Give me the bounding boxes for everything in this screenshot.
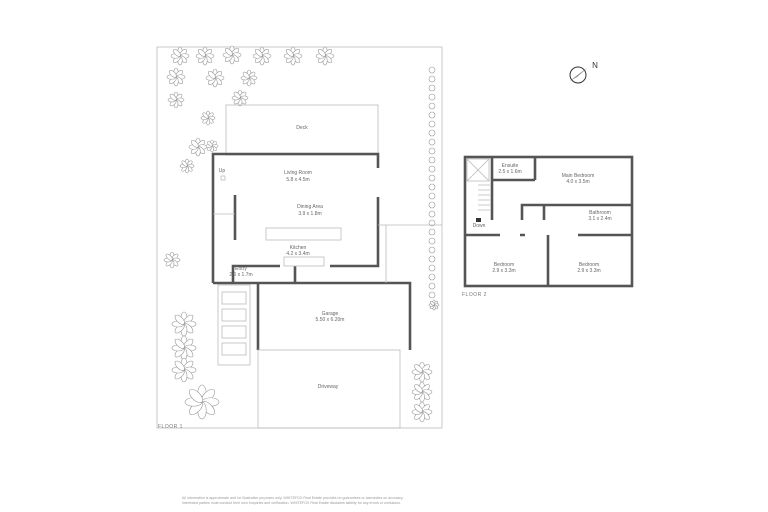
plant-icon — [231, 89, 249, 107]
plant-icon — [171, 335, 197, 361]
plant-icon — [411, 401, 433, 423]
bedroom-1-label: Bedroom — [494, 262, 514, 268]
bathroom-label: Bathroom — [589, 210, 611, 216]
plant-icon — [171, 357, 197, 383]
hedge-icon — [428, 282, 436, 290]
hedge-icon — [428, 291, 436, 299]
hedge-icon — [428, 264, 436, 272]
bedroom-2-label: Bedroom — [579, 262, 599, 268]
dining-area-label: Dining Area — [297, 204, 323, 210]
plant-icon — [252, 46, 272, 66]
bedroom-2-size: 2.9 x 3.3m — [577, 268, 600, 274]
floor2-walls — [463, 155, 634, 288]
hedge-icon — [428, 219, 436, 227]
hedge-icon — [428, 66, 436, 74]
plant-icon — [222, 45, 242, 65]
plant-icon — [411, 361, 433, 383]
hedge-icon — [428, 111, 436, 119]
plant-icon — [283, 46, 303, 66]
hedge-icon — [428, 183, 436, 191]
ensuite-label: Ensuite — [502, 163, 519, 169]
hedge-icon — [428, 156, 436, 164]
garage-label: Garage — [322, 311, 339, 317]
driveway-label: Driveway — [318, 384, 339, 390]
kitchen-label: Kitchen — [290, 245, 307, 251]
garden-plants — [163, 45, 440, 423]
main-bedroom-label: Main Bedroom — [562, 173, 595, 179]
entry-path — [217, 284, 251, 366]
hedge-icon — [428, 84, 436, 92]
plant-icon — [179, 158, 195, 174]
hedge-icon — [428, 174, 436, 182]
hedge-icon — [428, 273, 436, 281]
floor2-title: FLOOR 2 — [462, 292, 487, 298]
stairs-up-label: Up — [219, 168, 226, 174]
hedge-icon — [428, 192, 436, 200]
garage-size: 5.50 x 6.20m — [316, 317, 345, 323]
plant-icon — [184, 384, 220, 420]
hedge-icon — [428, 228, 436, 236]
plant-icon — [411, 381, 433, 403]
bathroom-size: 3.1 x 2.4m — [588, 216, 611, 222]
hedge-icon — [428, 120, 436, 128]
plant-icon — [163, 251, 181, 269]
hedge-icon — [428, 237, 436, 245]
floor1-title: FLOOR 1 — [158, 424, 183, 430]
main-bedroom-size: 4.0 x 3.5m — [566, 179, 589, 185]
plant-icon — [195, 46, 215, 66]
living-room-size: 5.8 x 4.5m — [286, 177, 309, 183]
plant-icon — [205, 139, 219, 153]
plant-icon — [428, 299, 440, 311]
ensuite-size: 2.5 x 1.6m — [498, 169, 521, 175]
driveway — [257, 349, 401, 429]
deck-label: Deck — [296, 125, 308, 131]
stairs-down-label: Down — [473, 223, 486, 229]
hedge-icon — [428, 147, 436, 155]
hedge-icon — [428, 129, 436, 137]
hedge-icon — [428, 246, 436, 254]
entry-pavers — [221, 291, 247, 356]
hedge-icon — [428, 201, 436, 209]
hedge-icon — [428, 138, 436, 146]
plant-icon — [171, 311, 197, 337]
plant-icon — [188, 137, 208, 157]
hedge-icon — [428, 165, 436, 173]
entry-size: 2.6 x 1.7m — [229, 272, 252, 278]
hedge-icon — [428, 93, 436, 101]
bedroom-1-size: 2.9 x 3.3m — [492, 268, 515, 274]
plant-icon — [200, 110, 216, 126]
compass-north-label: N — [592, 61, 598, 70]
hedge-icon — [428, 102, 436, 110]
disclaimer-line-2: Interested parties must conduct their ow… — [182, 501, 401, 505]
lot-boundary — [156, 46, 443, 429]
floor1-walls — [211, 152, 442, 350]
plant-icon — [240, 69, 258, 87]
hedge-icon — [428, 255, 436, 263]
compass-icon: N — [569, 61, 598, 84]
plant-icon — [166, 67, 186, 87]
disclaimer-line-1: All information is approximate and for i… — [182, 496, 403, 500]
kitchen-size: 4.2 x 3.4m — [286, 251, 309, 257]
plant-icon — [170, 46, 190, 66]
entry-label: Entry — [235, 266, 247, 272]
plant-icon — [167, 91, 185, 109]
hedge-icon — [428, 210, 436, 218]
living-room-label: Living Room — [284, 170, 312, 176]
hedge-icon — [428, 75, 436, 83]
plant-icon — [205, 68, 225, 88]
dining-area-size: 3.9 x 1.8m — [298, 211, 321, 217]
plant-icon — [315, 46, 335, 66]
